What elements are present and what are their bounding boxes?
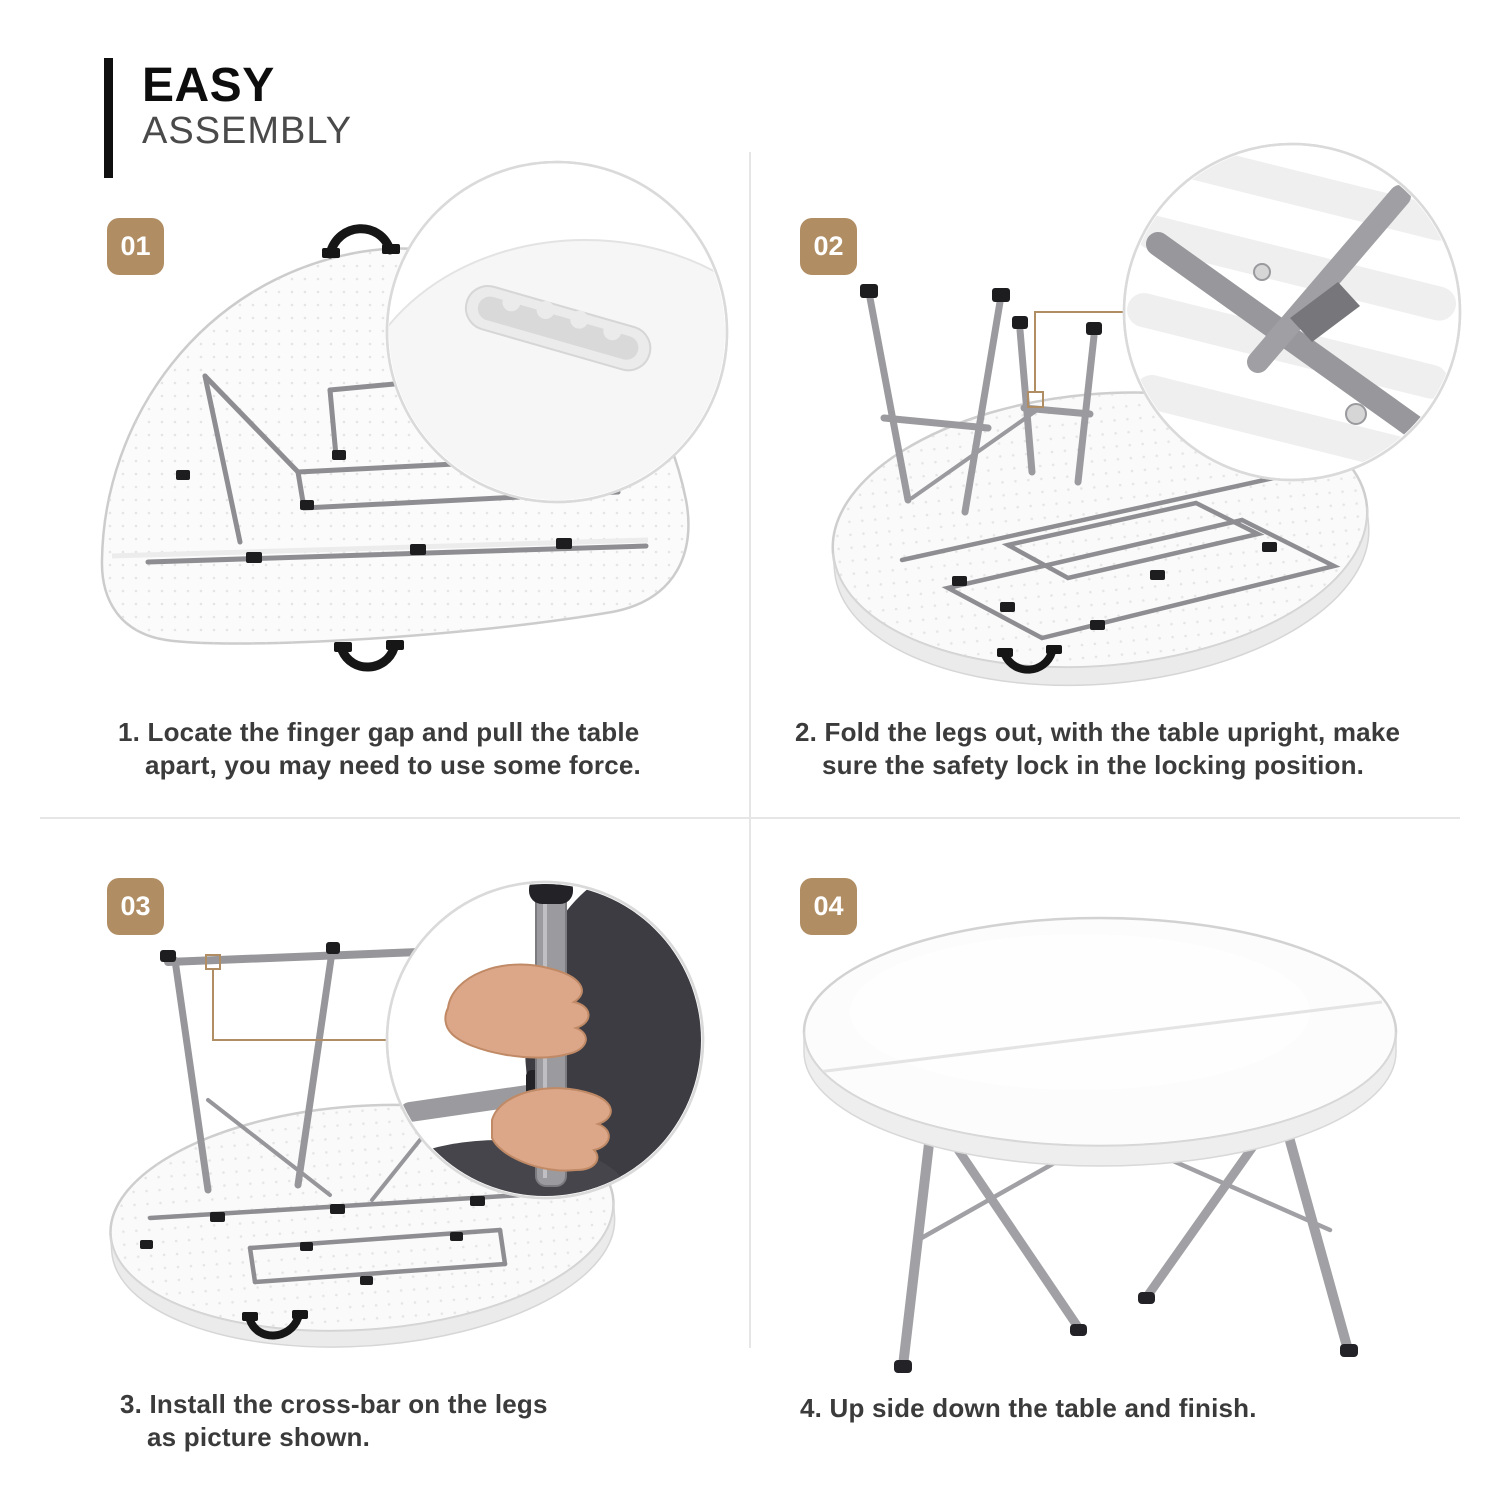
step1-caption: 1. Locate the finger gap and pull the ta… xyxy=(118,716,641,783)
step2-caption-line2: sure the safety lock in the locking posi… xyxy=(822,750,1365,781)
carry-handle-top xyxy=(322,224,400,259)
step3-leg-clips xyxy=(140,1196,485,1285)
step4-caption: 4. Up side down the table and finish. xyxy=(800,1392,1257,1425)
step4-leg-feet xyxy=(894,1292,1358,1373)
safety-lock-magnifier xyxy=(1122,142,1462,482)
finger-gap-magnifier xyxy=(385,160,729,504)
step1-badge: 01 xyxy=(107,218,164,275)
tabletop-rim xyxy=(803,1031,1397,1167)
step2-caption: 2. Fold the legs out, with the table upr… xyxy=(795,716,1400,783)
step2-unfolded-legs xyxy=(866,294,1098,516)
step3-handle xyxy=(242,1310,308,1340)
step4-illustration xyxy=(802,916,1398,1373)
step3-caption: 3. Install the cross-bar on the legs as … xyxy=(120,1388,548,1455)
crossbar-callout xyxy=(205,954,386,1041)
safety-lock-callout xyxy=(1027,311,1124,408)
hand-upper xyxy=(444,963,590,1059)
tabletop-fold-seam xyxy=(817,1000,1383,1074)
header: EASY ASSEMBLY xyxy=(142,62,352,152)
brand-accent-bar xyxy=(104,58,113,178)
step3-illustration xyxy=(109,880,705,1348)
step1-caption-line2: apart, you may need to use some force. xyxy=(145,750,641,781)
step3-caption-line2: as picture shown. xyxy=(147,1422,371,1453)
step4-badge: 04 xyxy=(800,878,857,935)
hand-lower xyxy=(491,1087,612,1172)
step2-illustration xyxy=(831,142,1462,687)
step1-caption-line1: 1. Locate the finger gap and pull the ta… xyxy=(118,717,640,747)
step1-illustration xyxy=(100,160,729,672)
step2-underside-frame xyxy=(899,467,1341,641)
step3-badge: 03 xyxy=(107,878,164,935)
step2-caption-line1: 2. Fold the legs out, with the table upr… xyxy=(795,717,1401,747)
step2-badge: 02 xyxy=(800,218,857,275)
step2-handle xyxy=(997,645,1062,674)
hands-crossbar-magnifier xyxy=(385,880,705,1200)
step2-leg-feet xyxy=(860,284,1102,335)
step3-caption-line1: 3. Install the cross-bar on the legs xyxy=(120,1389,548,1419)
page-title: EASY xyxy=(142,59,275,112)
step2-leg-clips xyxy=(952,542,1277,630)
page-subtitle: ASSEMBLY xyxy=(142,110,353,152)
step4-caption-line1: 4. Up side down the table and finish. xyxy=(800,1393,1257,1423)
carry-handle-bottom xyxy=(334,640,404,672)
